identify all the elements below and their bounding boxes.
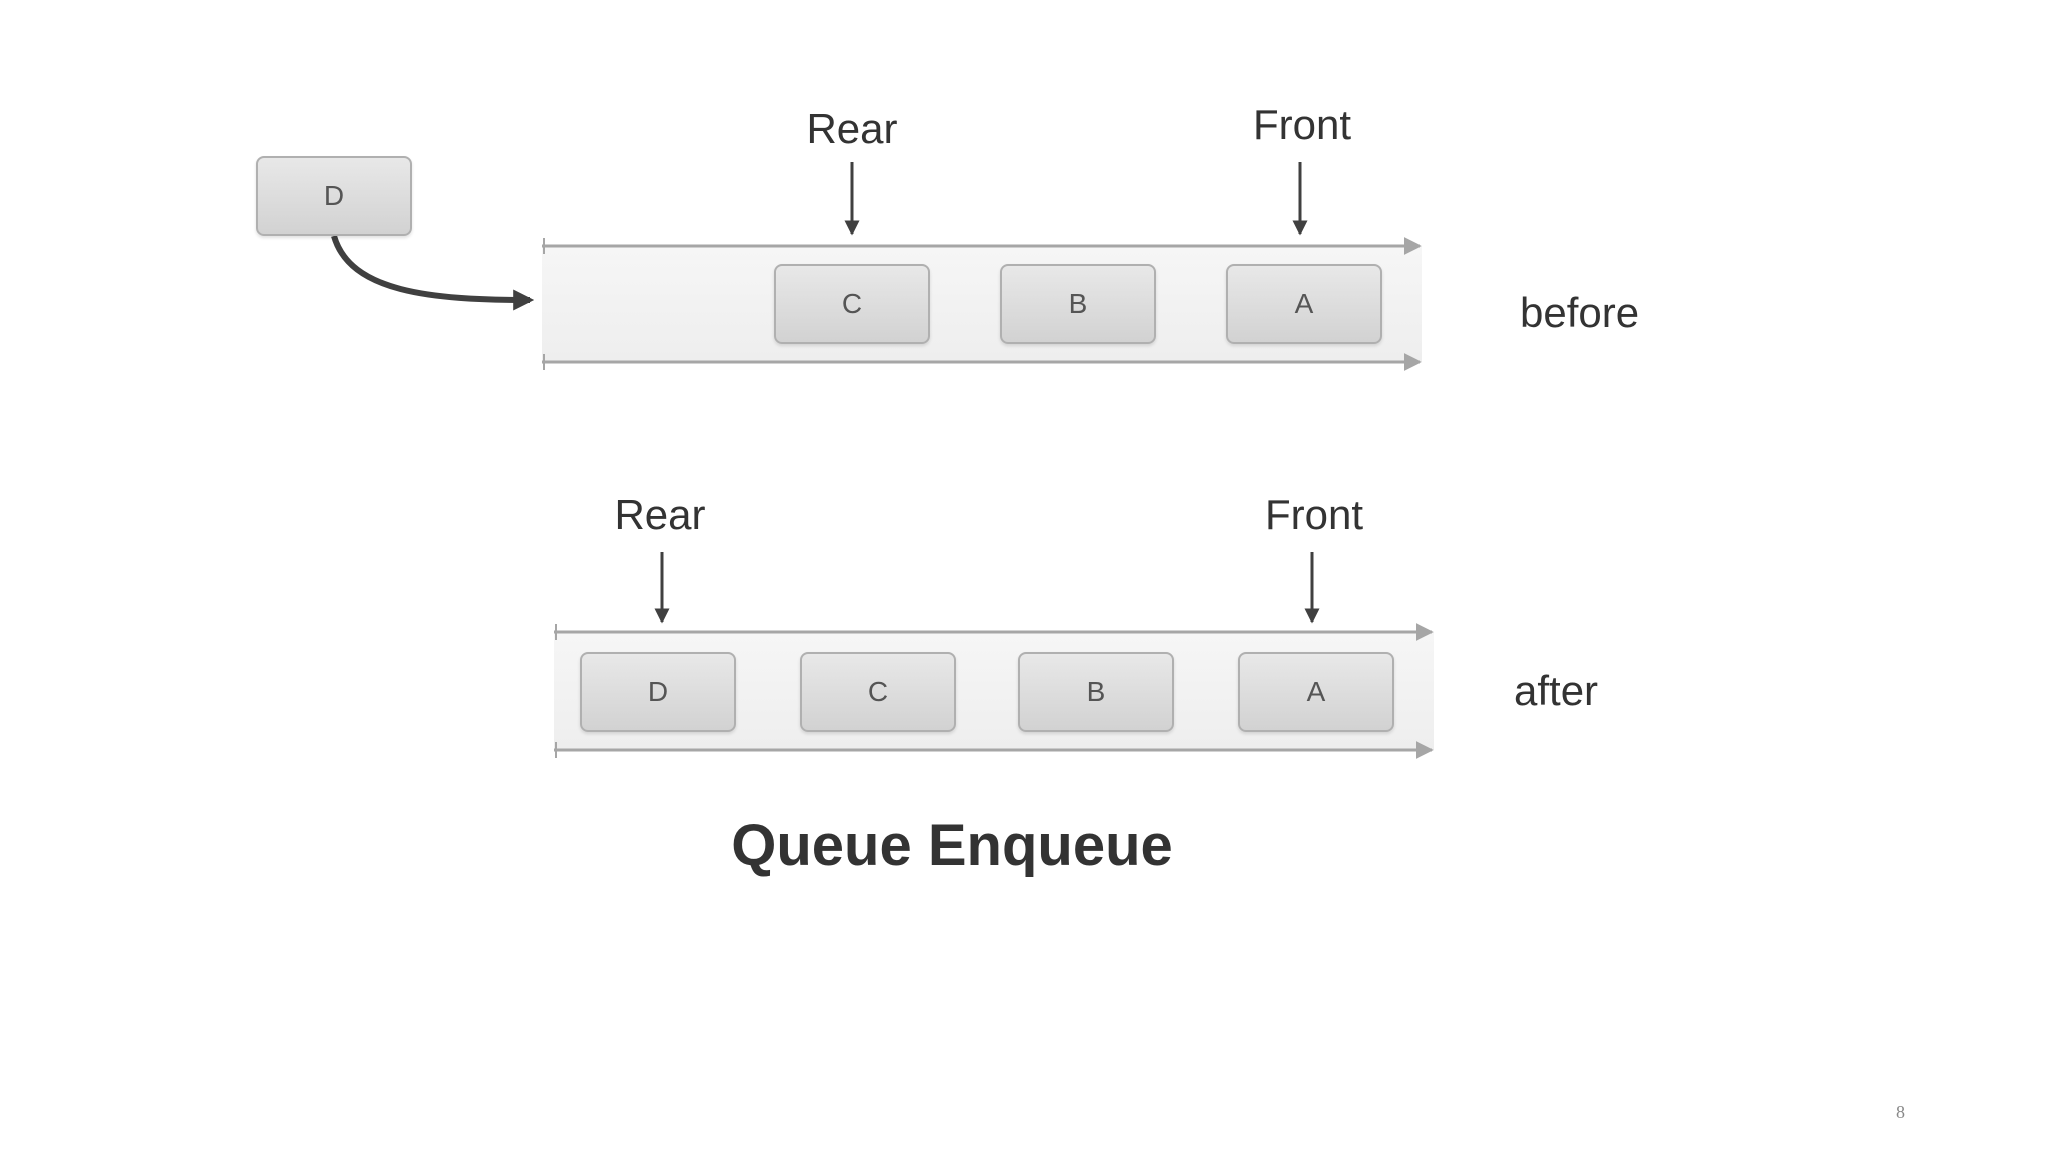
after-element-label: B bbox=[1086, 676, 1106, 707]
after-rear-label: Rear bbox=[614, 491, 706, 538]
after-front-label: Front bbox=[1264, 491, 1364, 538]
before-element-label: C bbox=[841, 288, 863, 319]
after-element-label: D bbox=[647, 676, 669, 707]
diagram-title: Queue Enqueue bbox=[731, 813, 1173, 878]
enqueue-arrow bbox=[331, 235, 535, 311]
before-rear-label: Rear bbox=[806, 105, 898, 152]
before-front-label: Front bbox=[1252, 101, 1352, 148]
after-element-label: C bbox=[867, 676, 889, 707]
before-element-box: A bbox=[1226, 264, 1382, 344]
page-number: 8 bbox=[1896, 1102, 1905, 1122]
after-element-box: C bbox=[800, 652, 956, 732]
after-element-box: B bbox=[1018, 652, 1174, 732]
before-element-box: B bbox=[1000, 264, 1156, 344]
after-element-box: D bbox=[580, 652, 736, 732]
incoming-element-box: D bbox=[256, 156, 412, 236]
after-element-box: A bbox=[1238, 652, 1394, 732]
after-element-label: A bbox=[1306, 676, 1326, 707]
after-state-label: after bbox=[1514, 667, 1599, 714]
before-element-label: A bbox=[1294, 288, 1314, 319]
before-element-label: B bbox=[1068, 288, 1088, 319]
before-element-box: C bbox=[774, 264, 930, 344]
before-state-label: before bbox=[1520, 289, 1640, 336]
incoming-element-label: D bbox=[323, 180, 345, 211]
